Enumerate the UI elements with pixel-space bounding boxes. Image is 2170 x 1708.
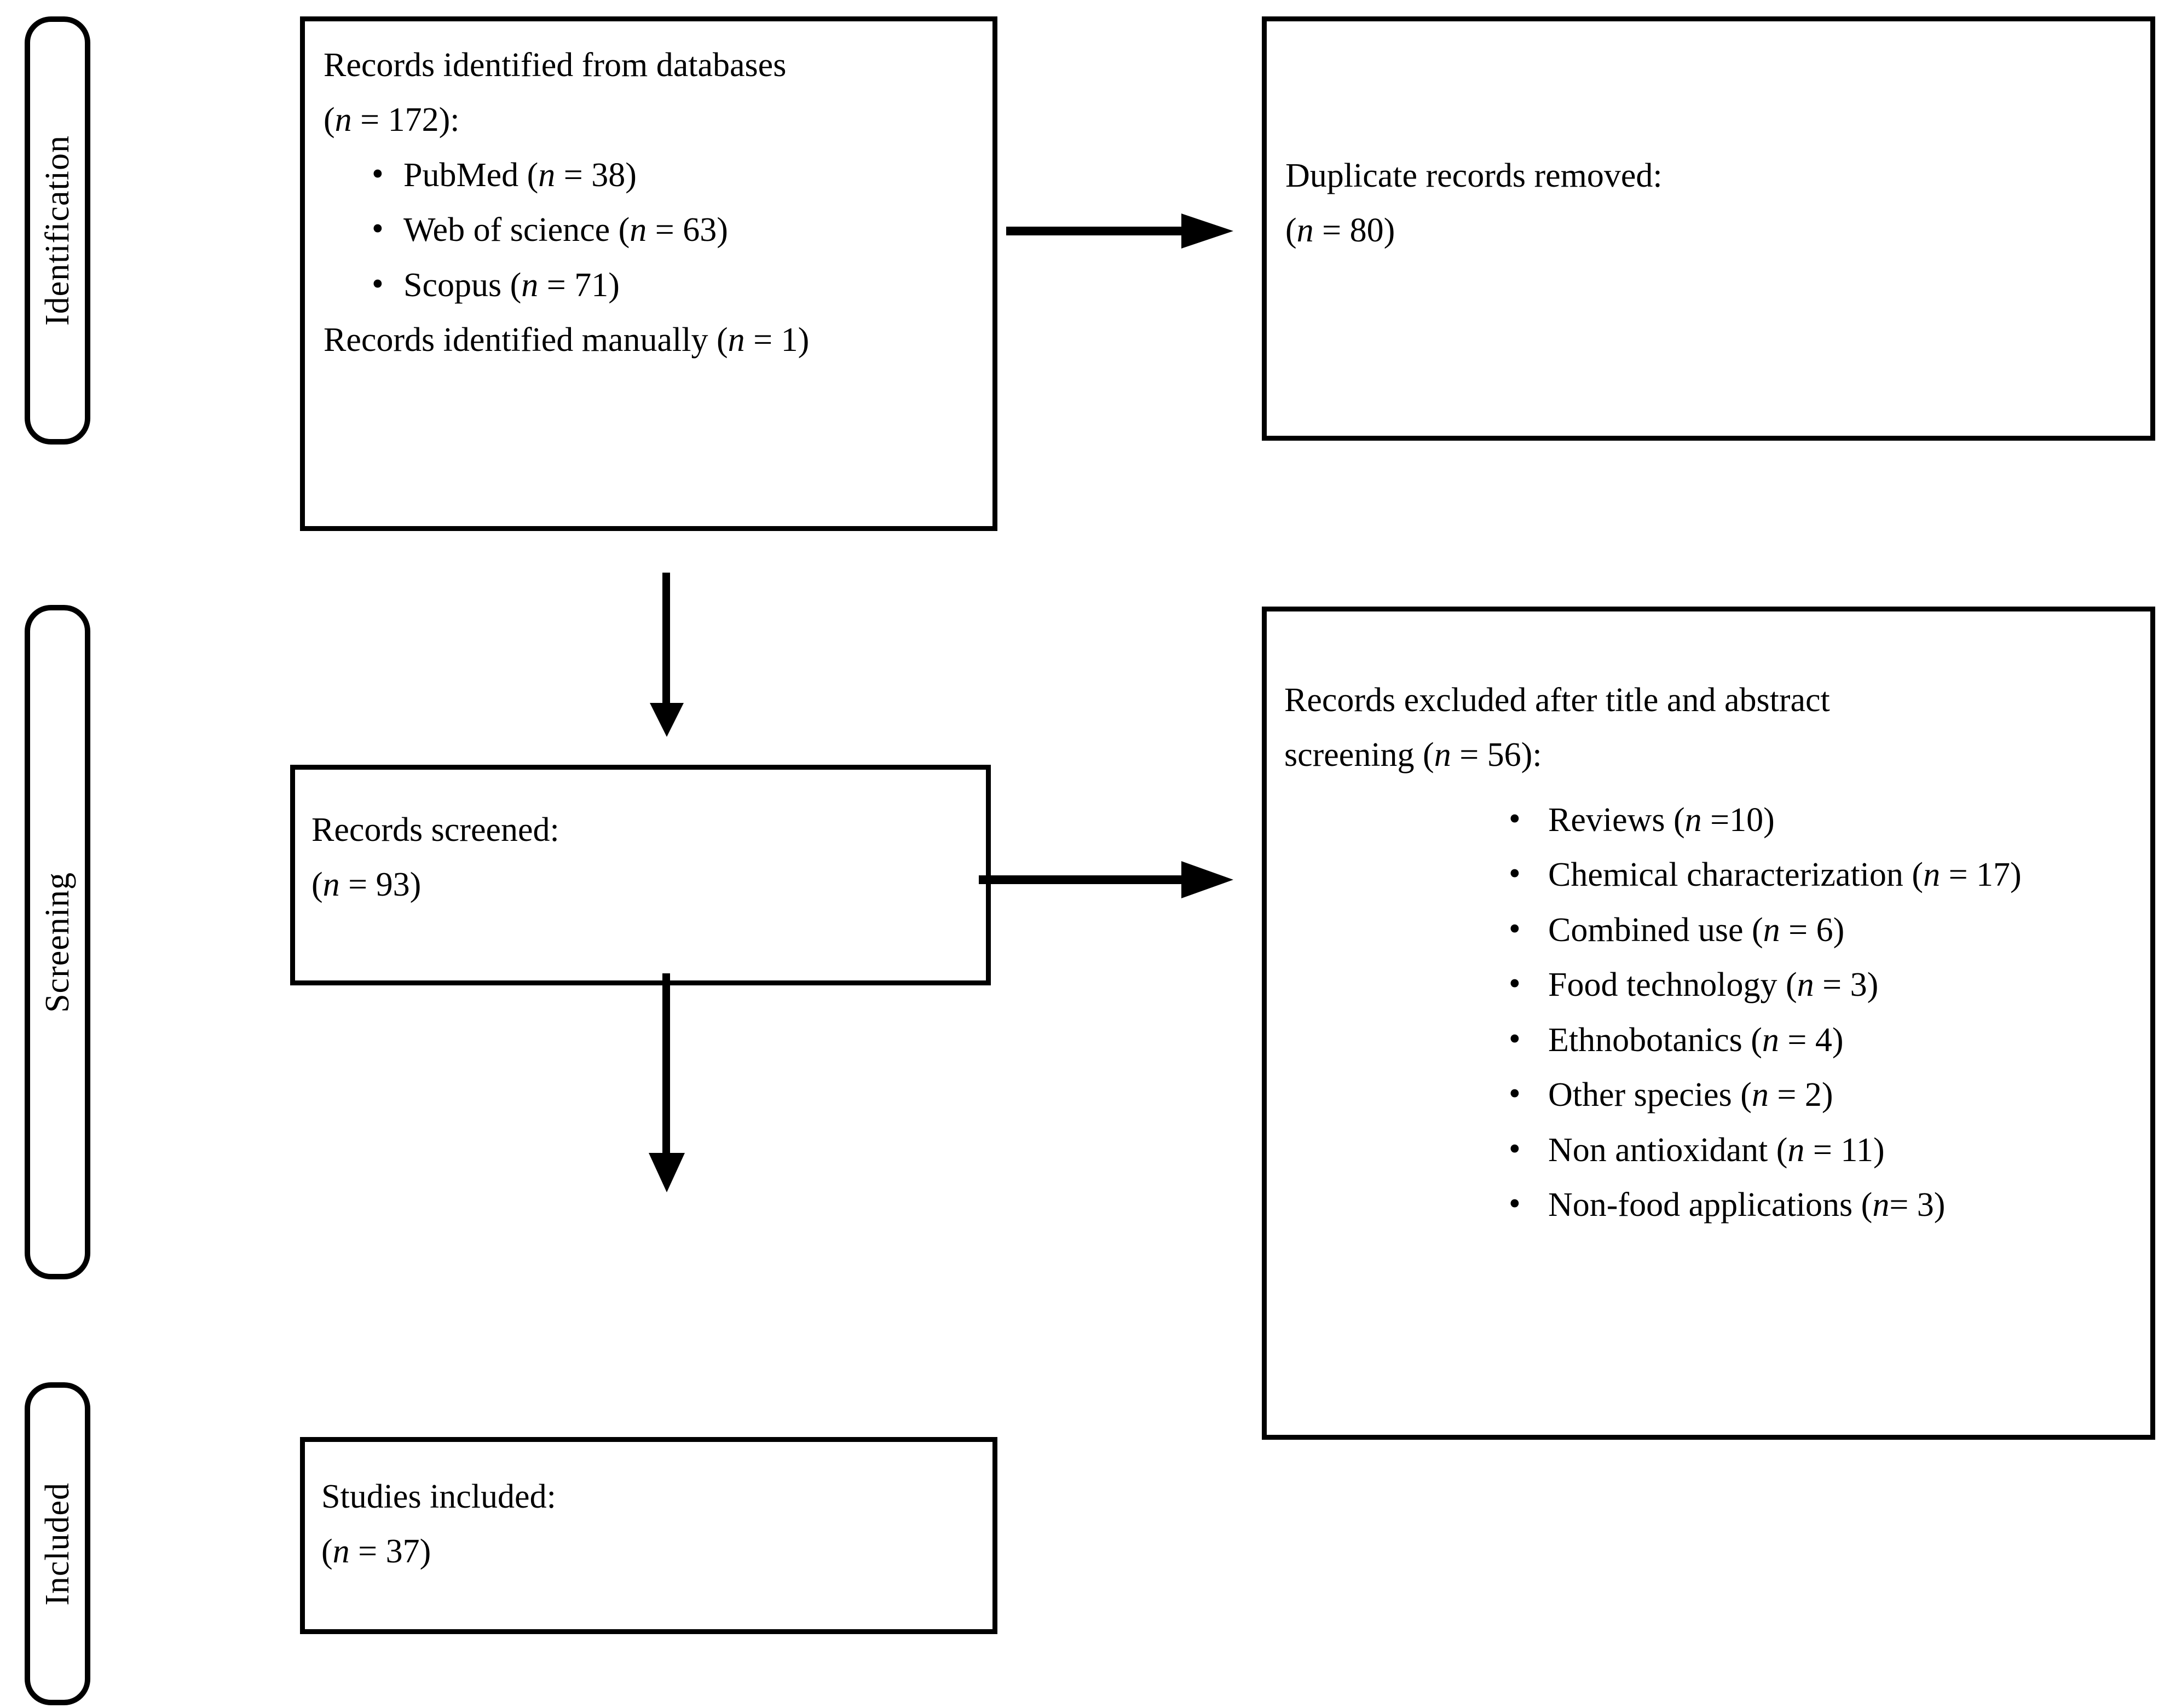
box-records-identified: Records identified from databases (n = 1… [300,16,997,531]
list-item: Non antioxidant (n = 11) [1509,1121,2134,1178]
duplicate-records-title: Duplicate records removed: [1285,157,1663,194]
list-item: Combined use (n = 6) [1509,902,2134,957]
list-item: PubMed (n = 38) [372,147,974,203]
stage-label-included-text: Included [39,1482,76,1606]
list-item: Scopus (n = 71) [372,257,974,313]
arrow-down-icon-identified-to-screened [639,573,694,737]
list-item: Chemical characterization (n = 17) [1509,846,2134,902]
studies-included-count: (n = 37) [321,1533,431,1571]
list-item: Other species (n = 2) [1509,1066,2134,1122]
records-identified-source-list: PubMed (n = 38) Web of science (n = 63) … [372,147,974,313]
box-records-screened: Records screened: (n = 93) [290,765,991,985]
duplicate-records-count: (n = 80) [1285,212,1395,250]
stage-label-identification-text: Identification [39,135,76,326]
studies-included-title: Studies included: [321,1478,556,1515]
list-item: Non-food applications (n= 3) [1509,1176,2134,1232]
records-identified-title: Records identified from databases [324,47,787,84]
records-screened-count: (n = 93) [311,866,422,904]
records-excluded-reason-list: Reviews (n =10) Chemical characterizatio… [1509,792,2134,1233]
list-item: Ethnobotanics (n = 4) [1509,1012,2134,1068]
arrow-right-icon-identified-to-duplicates [1006,204,1233,258]
arrow-down-icon-screened-to-included [639,973,694,1192]
records-identified-count: (n = 172): [324,101,460,139]
records-screened-title: Records screened: [311,811,559,849]
list-item: Web of science (n = 63) [372,201,974,257]
records-excluded-title-line2: screening (n = 56): [1284,736,1542,774]
box-duplicate-records-removed: Duplicate records removed: (n = 80) [1262,16,2155,441]
list-item: Reviews (n =10) [1509,792,2134,847]
box-studies-included: Studies included: (n = 37) [300,1437,997,1634]
stage-label-included: Included [25,1382,90,1705]
arrow-right-icon-screened-to-excluded [979,852,1233,907]
box-records-excluded: Records excluded after title and abstrac… [1262,607,2155,1440]
stage-label-identification: Identification [25,16,90,445]
stage-label-screening: Screening [25,605,90,1279]
records-identified-manual: Records identified manually (n = 1) [324,321,810,359]
records-excluded-title-line1: Records excluded after title and abstrac… [1284,682,1830,719]
list-item: Food technology (n = 3) [1509,956,2134,1012]
stage-label-screening-text: Screening [39,872,76,1013]
